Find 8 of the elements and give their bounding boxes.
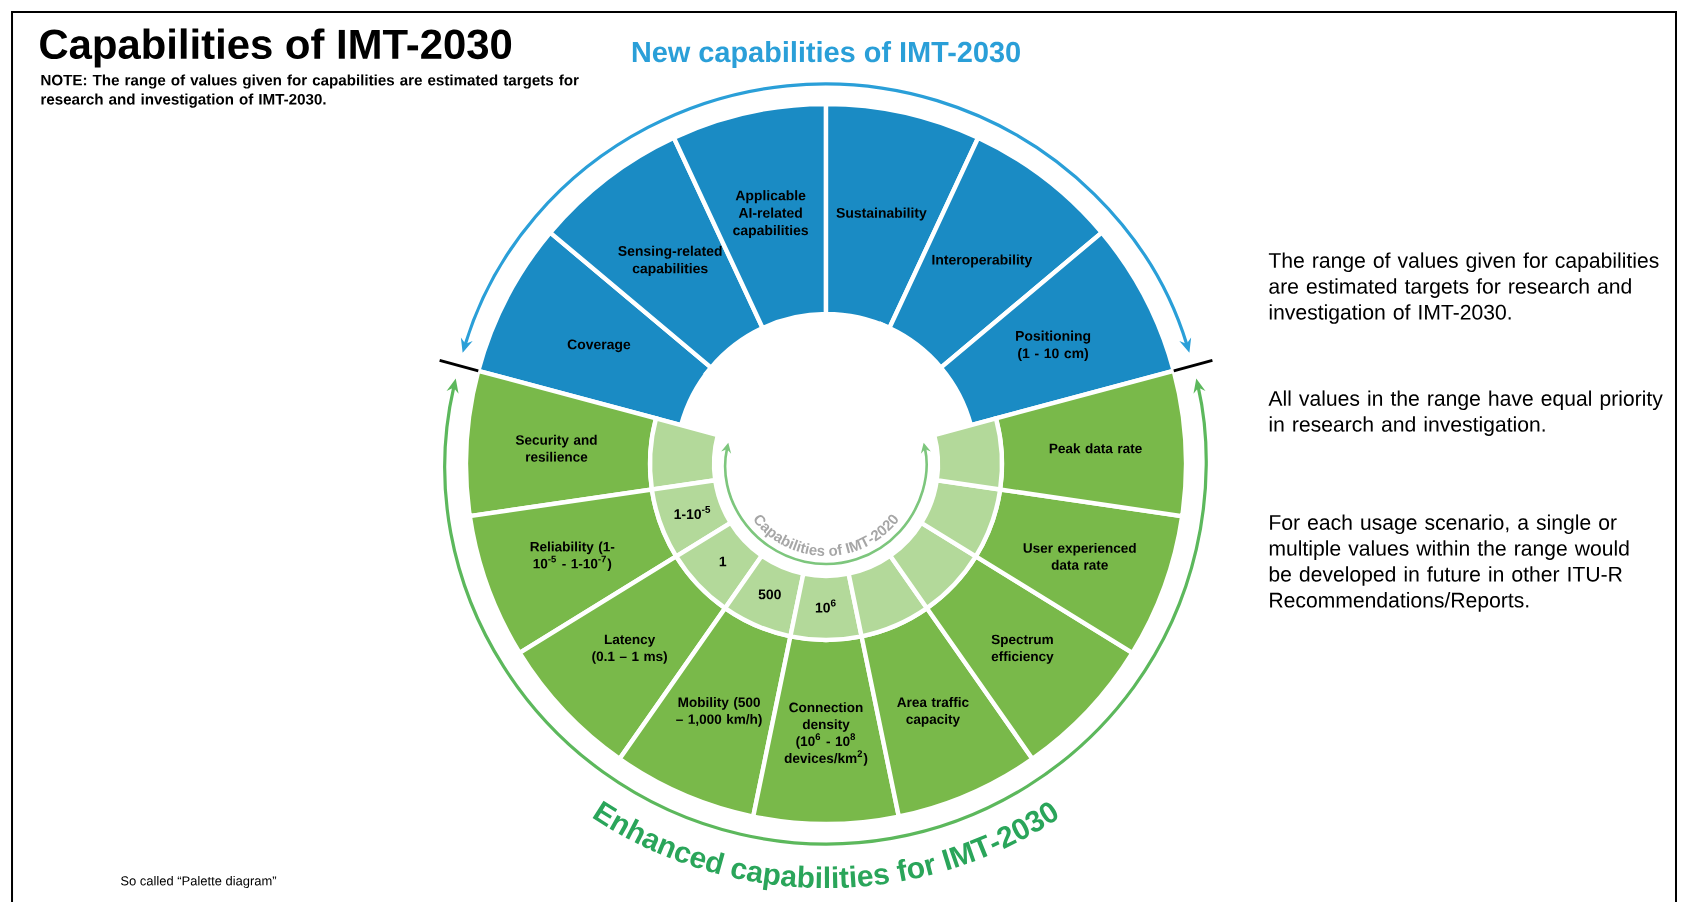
sector [846, 553, 930, 639]
sector [932, 416, 1005, 492]
title: Capabilities of IMT-2030 [40, 28, 512, 68]
heading: New capabilities of IMT-2030 [632, 41, 1020, 68]
paragraph: All values in the range have equal priority in research and investigation. [1268, 390, 1663, 436]
sector [919, 478, 1003, 559]
paragraph: The range of values given for capabilities are estimated targets for research and investigation of IMT-2030. [1268, 252, 1659, 324]
paragraph: For each usage scenario, a single or multiple values within the range would be developed in future in other ITU-R Recommendations/Reports. [1269, 514, 1629, 612]
